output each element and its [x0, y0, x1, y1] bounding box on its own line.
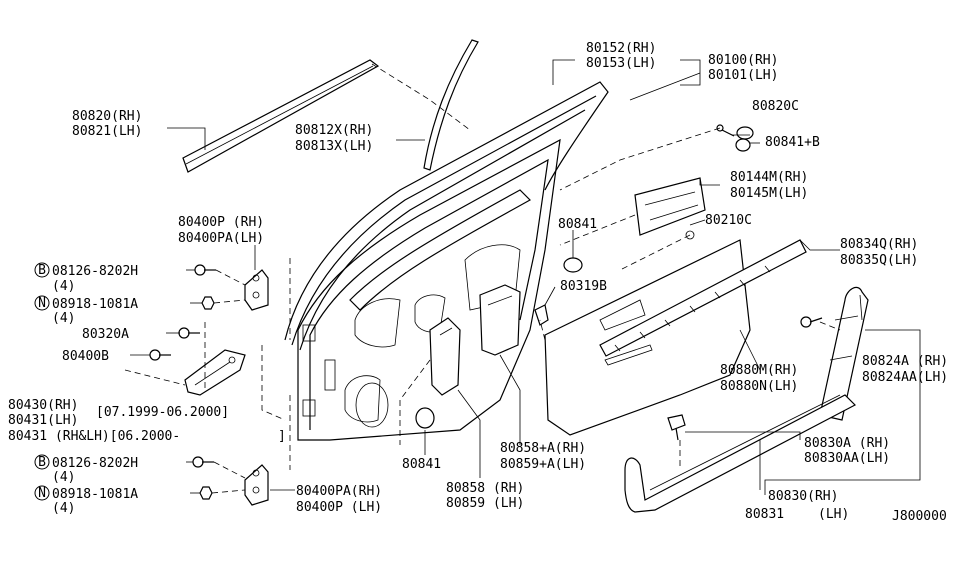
hinge-bolt-lower [192, 456, 214, 468]
door-check-link [184, 349, 246, 396]
label-80430: 80430(RH) [8, 398, 78, 413]
sill-moulding-80830 [624, 394, 857, 513]
label-80320a: 80320A [82, 327, 129, 342]
hinge-bolt-upper [194, 264, 216, 276]
label-80880n: 80880N(LH) [720, 379, 798, 394]
label-80830: 80830(RH) [768, 489, 838, 504]
leader-lines [130, 59, 921, 495]
label-80144m: 80144M(RH) [730, 170, 808, 185]
label-bracket-end: ] [278, 429, 286, 444]
label-80880m: 80880M(RH) [720, 363, 798, 378]
plug-80841b [735, 138, 751, 152]
bolt-badge-lower-letter: B [38, 455, 46, 470]
clip-80319b [534, 304, 549, 326]
label-80858: 80858 (RH) [446, 481, 524, 496]
screw-80824a [800, 316, 823, 328]
label-80210c: 80210C [705, 213, 752, 228]
label-80319b: 80319B [560, 279, 607, 294]
label-80820c: 80820C [752, 99, 799, 114]
bolt-badge-lower: B [34, 454, 50, 470]
label-bolt-upper-qty: (4) [52, 279, 75, 294]
bolt-badge-upper: B [34, 262, 50, 278]
lower-hinge [244, 464, 269, 506]
label-80145m: 80145M(LH) [730, 186, 808, 201]
label-bolt-upper: 08126-8202H [52, 264, 138, 279]
bolt-badge-upper-letter: B [38, 263, 46, 278]
diagram-code: J800000 [892, 509, 947, 524]
nut-badge-lower: N [34, 485, 50, 501]
upper-hinge [244, 269, 269, 311]
label-80820: 80820(RH) [72, 109, 142, 124]
label-80834q: 80834Q(RH) [840, 237, 918, 252]
bolt-80400b [149, 349, 171, 361]
label-date-range: [07.1999-06.2000] [96, 405, 229, 420]
label-80101: 80101(LH) [708, 68, 778, 83]
outer-moulding-strip [182, 59, 380, 173]
hinge-nut-lower [199, 486, 213, 500]
trim-80858 [429, 317, 461, 396]
label-80152: 80152(RH) [586, 41, 656, 56]
label-80400p-lh: 80400P (LH) [296, 500, 382, 515]
label-80830aa: 80830AA(LH) [804, 451, 890, 466]
sealing-screen [544, 239, 751, 436]
clip-80820c [716, 124, 754, 140]
label-80858a: 80858+A(RH) [500, 441, 586, 456]
label-80835q: 80835Q(LH) [840, 253, 918, 268]
plug-80841-upper [563, 257, 583, 273]
hinge-nut-upper [201, 296, 215, 310]
label-80830a: 80830A (RH) [804, 436, 890, 451]
label-80859: 80859 (LH) [446, 496, 524, 511]
inner-belt-weatherstrip [599, 239, 807, 357]
clip-80830a [667, 414, 686, 441]
bolt-80320a [178, 327, 200, 339]
label-nut-upper: 08918-1081A [52, 297, 138, 312]
front-door-shell [297, 138, 561, 441]
label-80824a: 80824A (RH) [862, 354, 948, 369]
label-nut-lower: 08918-1081A [52, 487, 138, 502]
label-80859a: 80859+A(LH) [500, 457, 586, 472]
label-80831: 80831 [745, 507, 784, 522]
label-80431-both: 80431 (RH&LH)[06.2000- [8, 429, 180, 444]
phantom-lines [124, 63, 841, 494]
nut-badge-lower-letter: N [38, 486, 46, 501]
bracket-80144m [634, 177, 706, 240]
label-80400p: 80400P (RH) [178, 215, 264, 230]
label-80400pa: 80400PA(LH) [178, 231, 264, 246]
label-80100: 80100(RH) [708, 53, 778, 68]
label-nut-lower-qty: (4) [52, 501, 75, 516]
label-80831-lh: (LH) [818, 507, 849, 522]
nut-badge-upper-letter: N [38, 296, 46, 311]
label-80821: 80821(LH) [72, 124, 142, 139]
plug-80841-lower [415, 407, 435, 429]
label-80400b: 80400B [62, 349, 109, 364]
trim-80858a [479, 284, 521, 356]
label-80431: 80431(LH) [8, 413, 78, 428]
label-bolt-lower-qty: (4) [52, 470, 75, 485]
label-nut-upper-qty: (4) [52, 311, 75, 326]
sill-moulding-80824a [819, 286, 869, 421]
label-80813x: 80813X(LH) [295, 139, 373, 154]
glass-run-seal [423, 39, 479, 171]
label-80841b: 80841+B [765, 135, 820, 150]
nut-badge-upper: N [34, 295, 50, 311]
label-80824aa: 80824AA(LH) [862, 370, 948, 385]
label-80153: 80153(LH) [586, 56, 656, 71]
label-80400pa-rh: 80400PA(RH) [296, 484, 382, 499]
label-80812x: 80812X(RH) [295, 123, 373, 138]
label-80841-upper: 80841 [558, 217, 597, 232]
label-bolt-lower: 08126-8202H [52, 456, 138, 471]
label-80841-lower: 80841 [402, 457, 441, 472]
